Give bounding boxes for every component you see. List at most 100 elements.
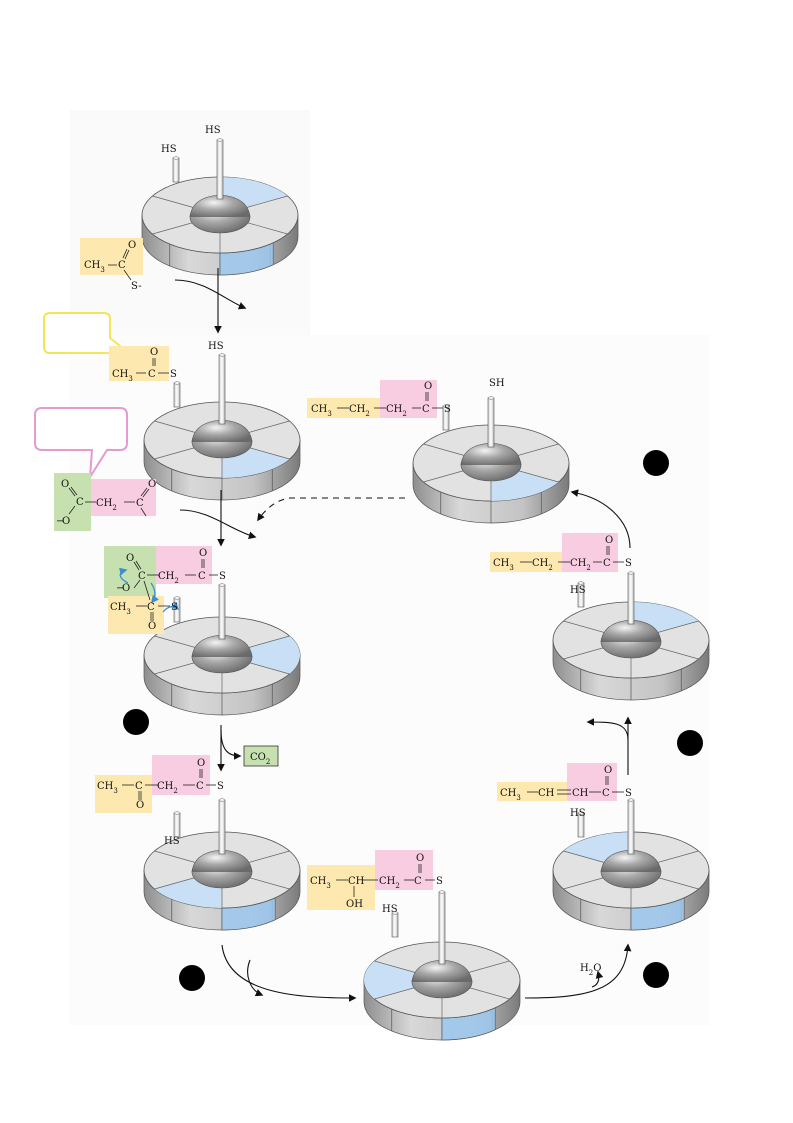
acetyl-highlight bbox=[109, 346, 169, 381]
thiol-label: HS bbox=[570, 585, 586, 596]
chem-label: O bbox=[416, 853, 424, 864]
chem-label: C bbox=[198, 571, 206, 582]
thiol-label: HS bbox=[382, 904, 398, 915]
chem-label: C bbox=[135, 781, 143, 792]
electron-arrows bbox=[118, 567, 180, 613]
multienzyme-disk-icon bbox=[143, 798, 301, 931]
thiol-label: SH bbox=[489, 378, 505, 389]
step-markers bbox=[123, 450, 703, 991]
multienzyme-disk-icon bbox=[363, 890, 521, 1041]
chem-label: CH2 bbox=[158, 571, 179, 585]
multienzyme-disk-icon bbox=[143, 353, 301, 501]
chem-label: O bbox=[126, 553, 134, 564]
chem-label: − bbox=[116, 583, 124, 594]
chem-label: CH3 bbox=[500, 788, 521, 802]
chem-label: S bbox=[219, 571, 226, 582]
chem-label: S bbox=[217, 781, 224, 792]
chem-label: C bbox=[138, 571, 146, 582]
callout-yellow bbox=[43, 312, 133, 356]
chem-label: C bbox=[422, 404, 430, 415]
chem-label: C bbox=[118, 260, 126, 271]
chem-label: O bbox=[424, 381, 432, 392]
chem-label: C bbox=[76, 497, 84, 508]
malonyl-highlight bbox=[375, 850, 433, 890]
chem-label: S bbox=[171, 602, 178, 613]
chem-label: CH3 bbox=[97, 781, 118, 795]
thiol-label: HS bbox=[164, 836, 180, 847]
carboxyl-highlight bbox=[54, 473, 91, 531]
chem-label: O bbox=[604, 765, 612, 776]
thiol-label: HS bbox=[570, 808, 586, 819]
chem-label: CH bbox=[572, 788, 589, 799]
step-marker-icon bbox=[123, 709, 149, 735]
chem-label: O bbox=[148, 621, 156, 632]
thiol-label: HS bbox=[161, 144, 177, 155]
multienzyme-disk-icon bbox=[412, 396, 570, 524]
chem-label: O bbox=[148, 479, 156, 490]
chem-label: CH2 bbox=[96, 498, 117, 512]
callout-pink bbox=[34, 407, 128, 478]
chem-label: C bbox=[414, 876, 422, 887]
chem-label: C bbox=[603, 558, 611, 569]
multienzyme-disk-icon bbox=[143, 583, 301, 716]
chemical-bonds bbox=[68, 248, 624, 897]
acetyl-highlight bbox=[497, 782, 567, 801]
chem-label: C bbox=[196, 781, 204, 792]
acetyl-highlight bbox=[95, 775, 152, 813]
chem-label: O bbox=[150, 347, 158, 358]
thiol-label: HS bbox=[205, 125, 221, 136]
chem-label: CH3 bbox=[110, 602, 131, 616]
multienzyme-disk-icon bbox=[552, 798, 710, 931]
malonyl-highlight bbox=[91, 479, 156, 516]
chem-label: CH2 bbox=[349, 404, 370, 418]
chem-label: CH3 bbox=[84, 260, 105, 274]
chem-label: OH bbox=[346, 899, 363, 910]
chem-label: C bbox=[148, 369, 156, 380]
chem-label: O bbox=[61, 479, 69, 490]
step-marker-icon bbox=[643, 450, 669, 476]
chem-label: CH3 bbox=[311, 404, 332, 418]
co2-box bbox=[243, 745, 279, 767]
chem-label: O bbox=[197, 758, 205, 769]
chem-label: S bbox=[625, 788, 632, 799]
chem-label: CH bbox=[538, 788, 555, 799]
step-marker-icon bbox=[179, 965, 205, 991]
chem-label: C bbox=[602, 788, 610, 799]
reaction-arrows bbox=[174, 268, 632, 1002]
chem-label: S bbox=[625, 558, 632, 569]
acetyl-highlight bbox=[80, 238, 143, 275]
chem-label: O bbox=[199, 548, 207, 559]
malonyl-highlight bbox=[156, 546, 212, 584]
chem-label: O bbox=[605, 535, 613, 546]
step-marker-icon bbox=[677, 730, 703, 756]
chem-label: O bbox=[128, 240, 136, 251]
chem-label: C bbox=[136, 498, 144, 509]
multienzyme-disk-icon bbox=[552, 571, 710, 701]
chem-label: CH bbox=[348, 876, 365, 887]
carboxyl-highlight bbox=[104, 546, 156, 598]
chem-label: O bbox=[136, 800, 144, 811]
acetyl-highlight bbox=[307, 865, 375, 910]
h2o-label: H2O bbox=[580, 963, 601, 977]
chem-label: O bbox=[62, 516, 70, 527]
chem-label: CH2 bbox=[386, 404, 407, 418]
co2-label: CO2 bbox=[250, 752, 270, 766]
chem-label: S bbox=[436, 876, 443, 887]
thiol-label: HS bbox=[208, 341, 224, 352]
step-marker-icon bbox=[643, 962, 669, 988]
chem-label: S- bbox=[131, 281, 142, 292]
malonyl-highlight bbox=[567, 763, 617, 801]
chem-label: S bbox=[444, 404, 451, 415]
multienzyme-disk-icon bbox=[141, 138, 299, 276]
chem-label: S bbox=[170, 369, 177, 380]
chem-label: CH2 bbox=[532, 558, 553, 572]
chem-label: CH2 bbox=[379, 876, 400, 890]
chem-label: CH3 bbox=[112, 369, 133, 383]
chem-label: CH3 bbox=[310, 876, 331, 890]
chem-label: C bbox=[147, 602, 155, 613]
chem-label: O bbox=[122, 583, 130, 594]
chem-label: − bbox=[56, 516, 64, 527]
chem-label: CH2 bbox=[157, 781, 178, 795]
chem-label: CH3 bbox=[493, 558, 514, 572]
